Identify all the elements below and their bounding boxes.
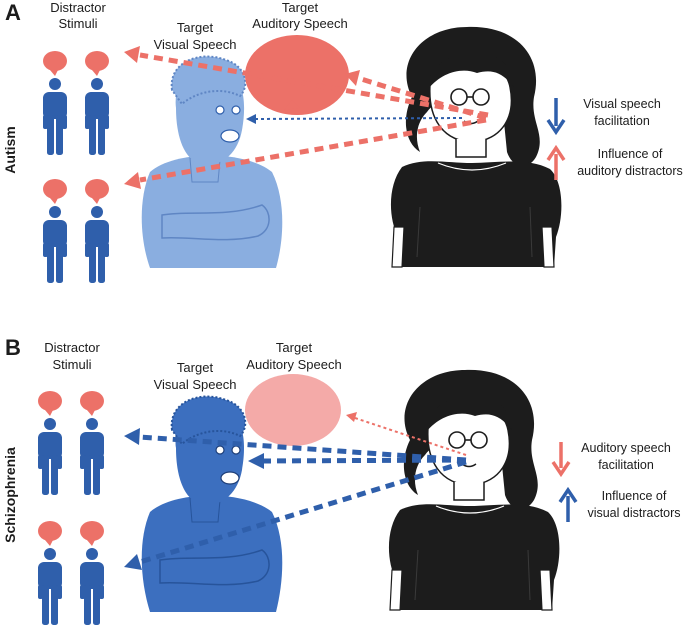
arrow-down-icon (546, 98, 566, 136)
visual-label-line1: Target (177, 20, 214, 35)
arrow-visual-to-target (246, 114, 463, 124)
arrow-up-icon (558, 486, 578, 522)
arrow-visual-to-distractor-top (124, 428, 467, 463)
distractor-label-line1: Distractor (44, 340, 100, 355)
legend-a: Visual speech facilitation Influence of … (546, 97, 683, 180)
arrow-up-icon (546, 144, 566, 180)
arrow-visual-to-target (248, 453, 467, 469)
panel-letter: A (5, 0, 21, 25)
visual-label-line2: Visual Speech (154, 37, 237, 52)
panel-b: B Schizophrenia Distractor Stimuli Targe… (2, 335, 681, 625)
distractor-person-icon (43, 179, 67, 283)
target-speaker-man-icon (141, 395, 283, 612)
visual-label-line1: Target (177, 360, 214, 375)
legend-a-item2-line2: auditory distractors (577, 164, 683, 178)
arrow-auditory-to-distractor-bottom (124, 117, 487, 189)
distractor-label-line1: Distractor (50, 0, 106, 15)
arrow-auditory-to-target-bubble (346, 412, 467, 456)
speaker-woman-icon (388, 369, 561, 611)
distractor-label-line2: Stimuli (52, 357, 91, 372)
arrow-auditory-to-distractor-top (124, 46, 489, 118)
legend-b-item2-line2: visual distractors (587, 506, 680, 520)
distractor-person-icon (80, 521, 104, 625)
panel-letter: B (5, 335, 21, 360)
distractor-person-icon (85, 179, 109, 283)
distractor-person-icon (80, 391, 104, 495)
arrow-auditory-to-target-bubble (345, 70, 487, 121)
distractor-label-line2: Stimuli (58, 16, 97, 31)
arrow-visual-to-distractor-bottom (124, 459, 467, 570)
distractor-person-icon (38, 521, 62, 625)
legend-a-item1-line1: Visual speech (583, 97, 661, 111)
legend-a-item2-line1: Influence of (598, 147, 663, 161)
visual-label-line2: Visual Speech (154, 377, 237, 392)
auditory-speech-bubble-icon (245, 374, 341, 446)
panel-a: A Autism Distractor Stimuli Target Visua… (2, 0, 683, 283)
auditory-speech-bubble-icon (245, 35, 349, 115)
legend-b: Auditory speech facilitation Influence o… (551, 441, 681, 522)
group-label: Schizophrenia (2, 447, 18, 543)
group-label: Autism (2, 126, 18, 173)
auditory-label-line1: Target (276, 340, 313, 355)
legend-b-item2-line1: Influence of (602, 489, 667, 503)
legend-a-item1-line2: facilitation (594, 114, 650, 128)
auditory-label-line2: Auditory Speech (252, 16, 347, 31)
speaker-woman-icon (390, 26, 563, 268)
auditory-label-line1: Target (282, 0, 319, 15)
auditory-label-line2: Auditory Speech (246, 357, 341, 372)
distractor-person-icon (43, 51, 67, 155)
distractor-person-icon (85, 51, 109, 155)
legend-b-item1-line1: Auditory speech (581, 441, 671, 455)
legend-b-item1-line2: facilitation (598, 458, 654, 472)
distractor-person-icon (38, 391, 62, 495)
arrow-down-icon (551, 442, 571, 478)
